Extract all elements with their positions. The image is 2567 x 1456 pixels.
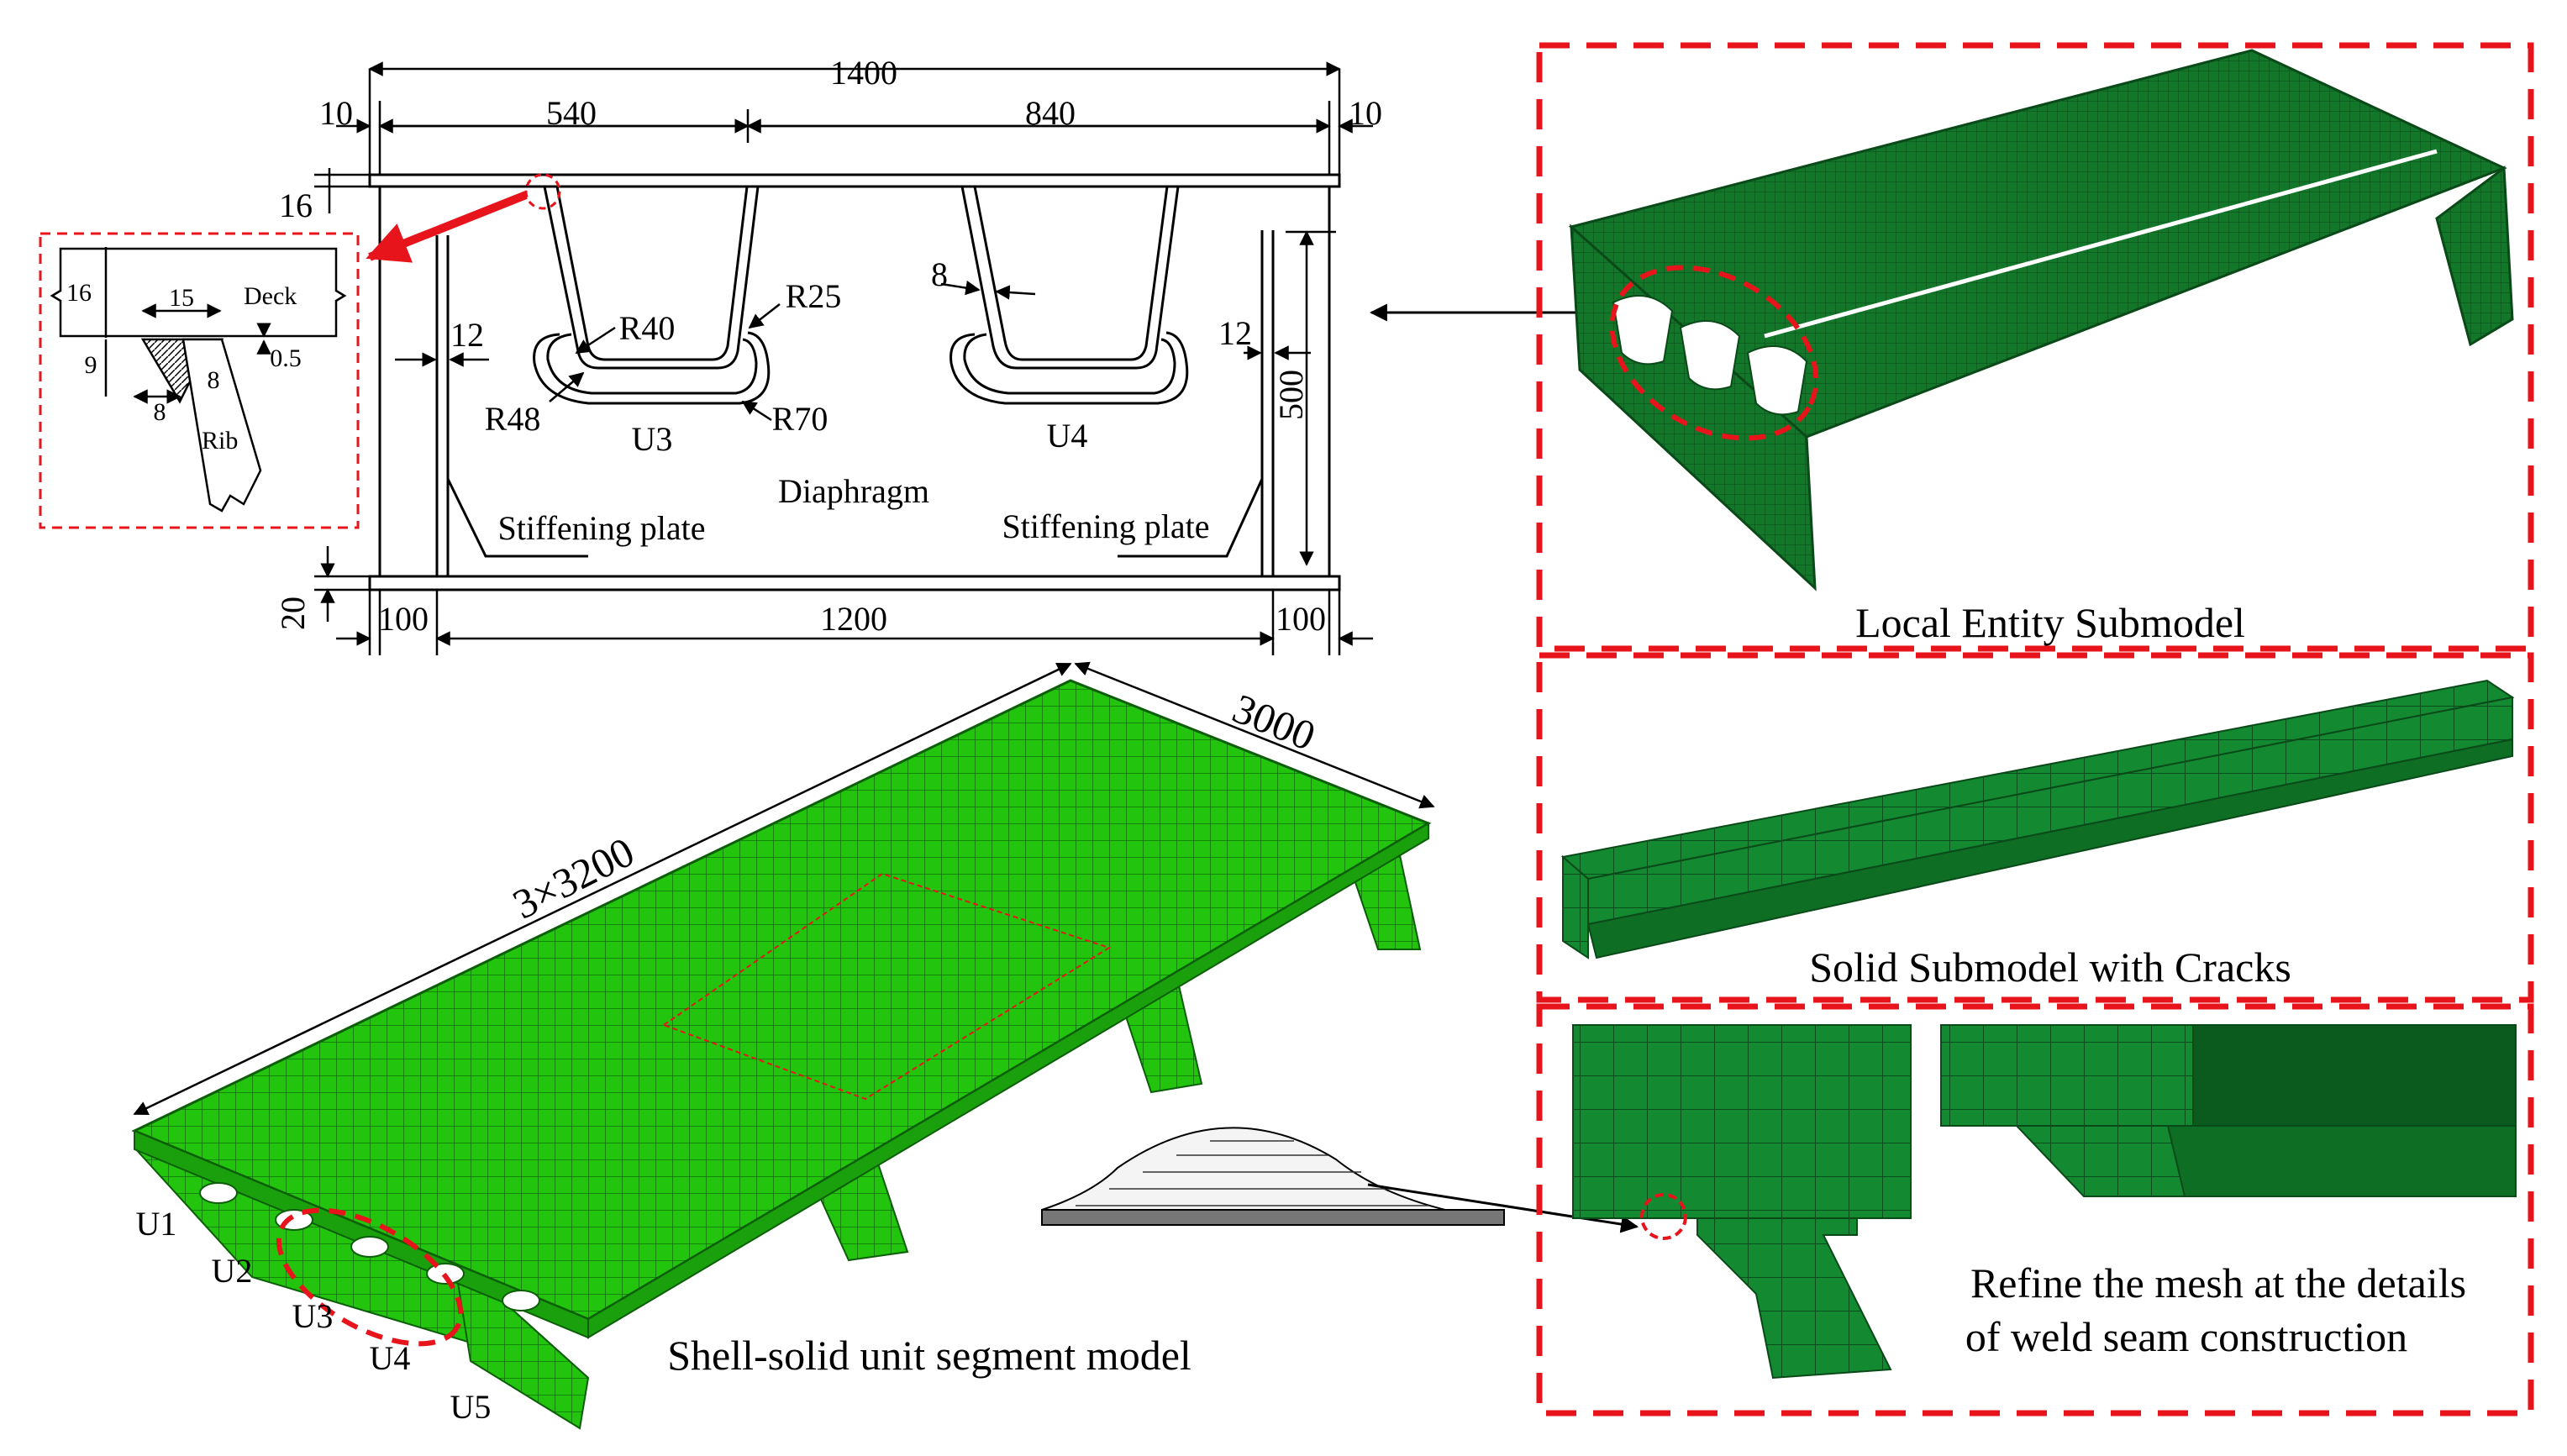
dim-bottom-thickness: 20: [274, 597, 312, 630]
label-r48: R48: [485, 400, 541, 438]
dim-span-left: 540: [546, 94, 597, 132]
rib-label-u3: U3: [292, 1297, 334, 1335]
dim-rib-thickness: 8: [931, 255, 948, 293]
solid-submodel-frame: [1536, 652, 2534, 1003]
weld-dim-15: 15: [169, 284, 194, 312]
refine-caption-line2: of weld seam construction: [1965, 1313, 2407, 1360]
cross-section-labels: 1400 10 10 540 840 16 20 12 12 8 500 100…: [274, 54, 1382, 638]
label-r40: R40: [619, 309, 676, 347]
dim-bottom-right: 100: [1276, 600, 1326, 638]
weld-dim-8a: 8: [154, 398, 166, 426]
local-entity-panel: Local Entity Submodel: [1536, 42, 2534, 652]
rib-label-u4: U4: [370, 1339, 411, 1377]
dim-edge-left: 10: [319, 94, 353, 132]
dimension-lines: [314, 61, 1373, 655]
red-callout-arrow: [366, 191, 528, 263]
solid-submodel-panel: Solid Submodel with Cracks: [1536, 652, 2534, 1003]
label-diaphragm: Diaphragm: [778, 472, 929, 510]
rib-label-u1: U1: [136, 1205, 177, 1243]
weld-highlight-circle: [524, 173, 561, 210]
dim-deck-thickness: 16: [279, 187, 313, 224]
label-u4: U4: [1047, 417, 1088, 455]
label-u3: U3: [632, 420, 673, 458]
refine-caption-line1: Refine the mesh at the details: [1970, 1259, 2466, 1306]
shell-model-caption: Shell-solid unit segment model: [667, 1332, 1191, 1379]
label-r70: R70: [772, 400, 828, 438]
weld-mesh-inset: [1041, 1127, 1639, 1233]
label-r25: R25: [786, 277, 842, 315]
weld-dim-8b: 8: [208, 366, 220, 394]
solid-submodel-caption: Solid Submodel with Cracks: [1809, 944, 2291, 991]
dim-bottom-left: 100: [378, 600, 429, 638]
dim-bottom-mid: 1200: [820, 600, 887, 638]
weld-detail-frame: [39, 232, 360, 529]
dim-web-right: 12: [1218, 314, 1252, 352]
weld-dim-05: 0.5: [270, 344, 302, 372]
dim-height: 500: [1272, 370, 1310, 420]
weld-deck-label: Deck: [244, 282, 297, 310]
dim-top-width: 1400: [830, 54, 897, 92]
cross-section-drawing: [368, 173, 1341, 591]
shell-highlight-ellipse: [276, 1207, 464, 1347]
refined-mesh-panel: Refine the mesh at the details of weld s…: [1536, 1003, 2534, 1417]
shell-solid-model: 3×3200 3000 U1 U2 U3 U4 U5 Shell-solid u…: [131, 661, 1435, 1430]
label-stiffening-right: Stiffening plate: [1002, 507, 1210, 545]
weld-detail: Deck Rib 16 15 9 0.5 8 8: [39, 173, 561, 529]
label-stiffening-left: Stiffening plate: [498, 509, 706, 547]
dim-edge-right: 10: [1349, 94, 1382, 132]
weld-rib-label: Rib: [202, 427, 238, 455]
local-entity-frame: [1536, 42, 2534, 652]
dim-web-left: 12: [450, 316, 484, 354]
weld-dim-9: 9: [85, 351, 97, 379]
refined-mesh-frame: [1536, 1003, 2534, 1417]
weld-dim-16: 16: [66, 279, 92, 307]
rib-label-u2: U2: [212, 1252, 253, 1290]
rib-label-u5: U5: [450, 1388, 492, 1426]
local-entity-caption: Local Entity Submodel: [1855, 599, 2245, 646]
dim-span-right: 840: [1025, 94, 1076, 132]
